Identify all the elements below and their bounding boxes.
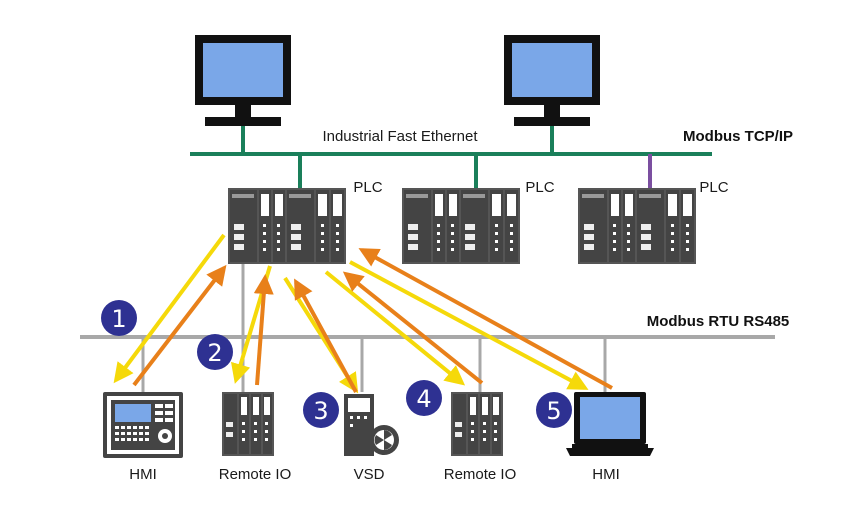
workstation-left — [195, 35, 291, 126]
message-arrows — [113, 233, 613, 394]
response-arrow-2 — [253, 274, 274, 386]
request-arrow-5 — [349, 260, 589, 390]
step-badge-4 — [406, 380, 442, 416]
step-badges: 1 2 3 4 5 — [101, 300, 572, 428]
device-label-vsd: VSD — [354, 466, 385, 483]
plc-3 — [578, 188, 696, 264]
device-label-remote-io-1: Remote IO — [219, 466, 292, 483]
request-arrow-1 — [113, 233, 226, 384]
vsd-icon — [344, 394, 399, 456]
step-badge-3 — [303, 392, 339, 428]
ethernet-label: Industrial Fast Ethernet — [322, 128, 478, 145]
step-badge-2-number: 2 — [207, 339, 222, 367]
step-badge-2 — [197, 334, 233, 370]
serial-protocol-label: Modbus RTU RS485 — [647, 313, 790, 330]
remote-io-icon-1 — [222, 392, 274, 456]
plc-3-label: PLC — [699, 179, 728, 196]
step-badge-5 — [536, 392, 572, 428]
workstation-right — [504, 35, 600, 126]
device-label-hmi-2: HMI — [592, 466, 620, 483]
response-arrow-3 — [294, 278, 358, 393]
device-label-remote-io-2: Remote IO — [444, 466, 517, 483]
remote-io-icon-2 — [451, 392, 503, 456]
laptop-icon — [566, 392, 654, 456]
plc-2-label: PLC — [525, 179, 554, 196]
ethernet-bus — [190, 125, 712, 188]
hmi-panel-icon — [103, 392, 183, 458]
step-badge-3-number: 3 — [313, 397, 328, 425]
step-badge-4-number: 4 — [416, 385, 431, 413]
request-arrow-4 — [324, 270, 466, 386]
plc-1 — [228, 188, 346, 264]
device-label-hmi-1: HMI — [129, 466, 157, 483]
step-badge-5-number: 5 — [546, 397, 561, 425]
response-arrow-1 — [132, 264, 227, 387]
step-badge-1 — [101, 300, 137, 336]
plc-2 — [402, 188, 520, 264]
ethernet-protocol-label: Modbus TCP/IP — [683, 128, 793, 145]
plc-1-label: PLC — [353, 179, 382, 196]
response-arrow-4 — [342, 271, 484, 385]
step-badge-1-number: 1 — [111, 305, 126, 333]
response-arrow-5 — [358, 248, 613, 390]
